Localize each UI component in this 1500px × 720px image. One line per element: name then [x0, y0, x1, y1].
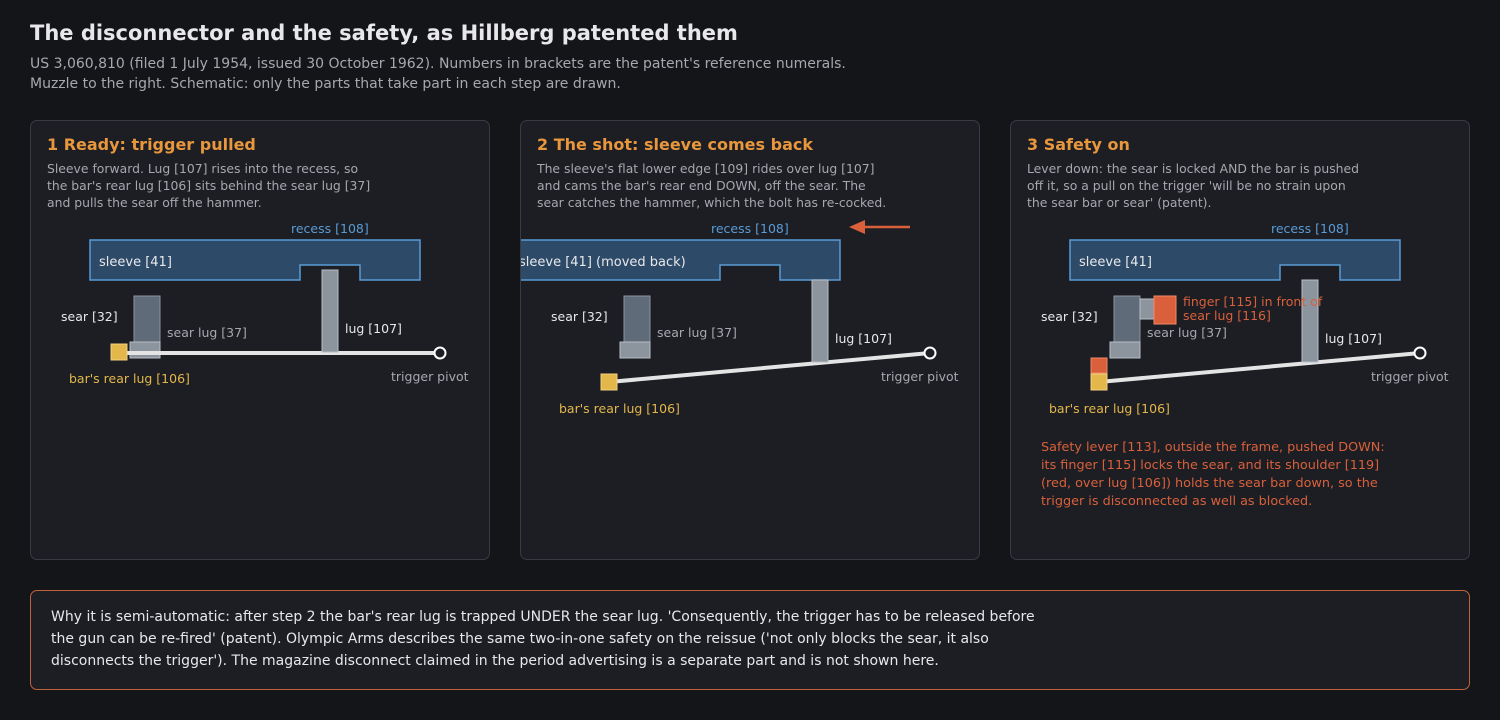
panel-step-3: 3 Safety on Lever down: the sear is lock…: [1010, 120, 1470, 560]
mechanism-diagram: recess [108] sleeve [41] (moved back) se…: [521, 220, 959, 416]
desc-line: off it, so a pull on the trigger 'will b…: [1027, 178, 1346, 193]
sear-block: [623, 295, 651, 344]
subtitle-line: US 3,060,810 (filed 1 July 1954, issued …: [30, 56, 846, 72]
trigger-pivot: [433, 346, 447, 360]
finger-label-line-2: sear lug [116]: [1183, 308, 1271, 323]
sear-label: sear [32]: [1041, 309, 1098, 324]
desc-line: the bar's rear lug [106] sits behind the…: [47, 178, 371, 193]
safety-shoulder-119: [1090, 357, 1108, 374]
safety-note-line: (red, over lug [106]) holds the sear bar…: [1041, 476, 1378, 491]
desc-line: Sleeve forward. Lug [107] rises into the…: [47, 161, 359, 176]
rear-lug-label: bar's rear lug [106]: [559, 401, 680, 416]
safety-note-line: trigger is disconnected as well as block…: [1041, 494, 1312, 509]
sleeve-body: [521, 239, 841, 281]
rear-lug-106: [1090, 373, 1108, 391]
panel-heading: 2 The shot: sleeve comes back: [537, 135, 813, 154]
sear-lug-block: [619, 341, 651, 359]
panel-heading: 1 Ready: trigger pulled: [47, 135, 256, 154]
lug-label: lug [107]: [835, 331, 892, 346]
arrow-left-icon: [849, 220, 865, 234]
rear-lug-106: [600, 373, 618, 391]
lug-107: [1301, 279, 1319, 363]
panel-description: Sleeve forward. Lug [107] rises into the…: [47, 160, 467, 211]
sear-lug-label: sear lug [37]: [657, 325, 737, 340]
sear-lug-block: [1109, 341, 1141, 359]
sear-label: sear [32]: [551, 309, 608, 324]
sleeve-body: [89, 239, 421, 281]
recess-label: recess [108]: [1271, 221, 1349, 236]
sleeve-label: sleeve [41]: [99, 255, 172, 270]
rear-lug-106: [110, 343, 128, 361]
lug-107: [321, 269, 339, 353]
desc-line: sear catches the hammer, which the bolt …: [537, 195, 887, 210]
footer-explanation: Why it is semi-automatic: after step 2 t…: [30, 590, 1470, 690]
desc-line: and pulls the sear off the hammer.: [47, 195, 262, 210]
lug-107: [811, 279, 829, 363]
sear-block: [133, 295, 161, 344]
footer-line: the gun can be re-fired' (patent). Olymp…: [51, 631, 989, 647]
page-title: The disconnector and the safety, as Hill…: [30, 21, 738, 45]
desc-line: Lever down: the sear is locked AND the b…: [1027, 161, 1359, 176]
desc-line: and cams the bar's rear end DOWN, off th…: [537, 178, 866, 193]
trigger-pivot: [1413, 346, 1427, 360]
subtitle-line: Muzzle to the right. Schematic: only the…: [30, 76, 621, 92]
finger-label-line-1: finger [115] in front of: [1183, 294, 1323, 309]
recess-label: recess [108]: [291, 221, 369, 236]
page-subtitle: US 3,060,810 (filed 1 July 1954, issued …: [30, 54, 1130, 94]
lug-label: lug [107]: [345, 321, 402, 336]
panel-description: Lever down: the sear is locked AND the b…: [1027, 160, 1447, 211]
safety-note-line: its finger [115] locks the sear, and its…: [1041, 458, 1379, 473]
panel-description: The sleeve's flat lower edge [109] rides…: [537, 160, 957, 211]
footer-line: Why it is semi-automatic: after step 2 t…: [51, 609, 1035, 625]
lug-label: lug [107]: [1325, 331, 1382, 346]
sleeve-label: sleeve [41]: [1079, 255, 1152, 270]
sleeve-body: [1069, 239, 1401, 281]
panel-heading: 3 Safety on: [1027, 135, 1130, 154]
footer-line: disconnects the trigger'). The magazine …: [51, 653, 939, 669]
safety-note-line: Safety lever [113], outside the frame, p…: [1041, 440, 1385, 455]
sear-lug-label: sear lug [37]: [1147, 325, 1227, 340]
sear-lug-label: sear lug [37]: [167, 325, 247, 340]
sear-bar: [608, 351, 931, 384]
trigger-pivot-label: trigger pivot: [391, 369, 469, 384]
sleeve-label: sleeve [41] (moved back): [521, 255, 686, 270]
rear-lug-label: bar's rear lug [106]: [69, 371, 190, 386]
trigger-pivot-label: trigger pivot: [1371, 369, 1449, 384]
mechanism-diagram: recess [108] sleeve [41] sear [32] sear …: [61, 221, 469, 386]
recess-label: recess [108]: [711, 221, 789, 236]
sear-label: sear [32]: [61, 309, 118, 324]
trigger-pivot: [923, 346, 937, 360]
desc-line: the sear bar or sear' (patent).: [1027, 195, 1212, 210]
desc-line: The sleeve's flat lower edge [109] rides…: [537, 161, 875, 176]
mechanism-diagram: recess [108] sleeve [41] finger [115] in…: [1041, 221, 1449, 509]
panel-step-2: 2 The shot: sleeve comes back The sleeve…: [520, 120, 980, 560]
sear-bar: [1098, 351, 1421, 384]
panel-step-1: 1 Ready: trigger pulled Sleeve forward. …: [30, 120, 490, 560]
sear-lug-116: [1139, 298, 1155, 320]
rear-lug-label: bar's rear lug [106]: [1049, 401, 1170, 416]
sear-lug-block: [129, 341, 161, 359]
trigger-pivot-label: trigger pivot: [881, 369, 959, 384]
safety-finger-115: [1153, 295, 1177, 325]
sear-block: [1113, 295, 1141, 344]
